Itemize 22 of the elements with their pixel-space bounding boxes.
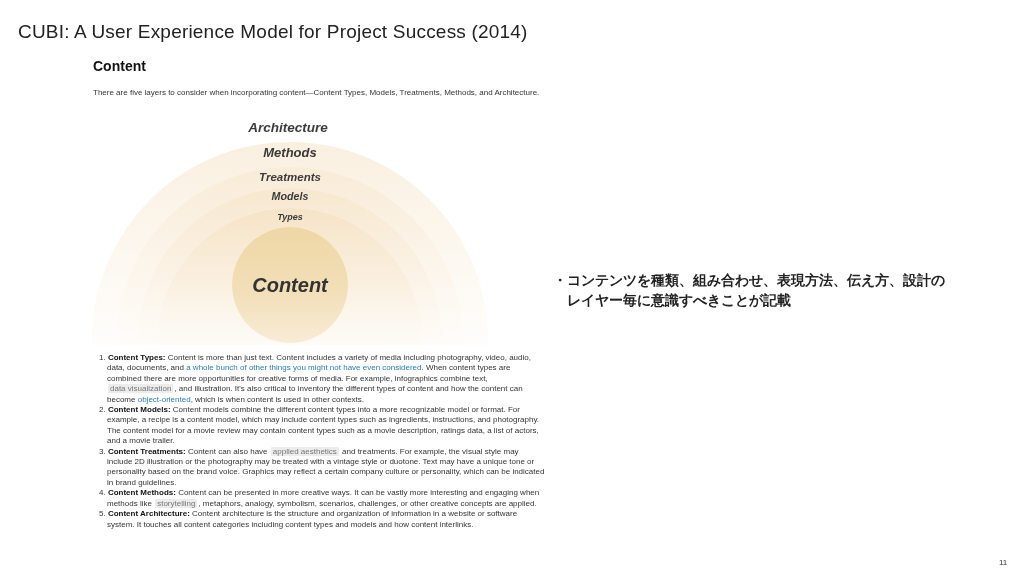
layer-label: Treatments: [259, 169, 321, 185]
layer-label: Architecture: [248, 118, 328, 136]
list-item-text: 4. Content Methods: Content can be presented in more creative ways. It can be vastly more interesting and engaging when methods like storytelling , metaphors, analogy, symbolism, scenarios, challenges, or other creative concepts are applied.: [99, 488, 541, 510]
slide-title: CUBI: A User Experience Model for Project Success (2014): [18, 21, 528, 43]
page-number: 11: [999, 558, 1008, 567]
list-item-text: 5. Content Architecture: Content architecture is the structure and organization of information in a website or software system. It touches all content categories including content types and models and how content interlinks.: [99, 509, 519, 530]
layer-label: Methods: [263, 144, 317, 162]
intro-text: There are five layers to consider when incorporating content—Content Types, Models, Treatments, Methods, and Architecture.: [93, 88, 540, 98]
list-item-text: 1. Content Types: Content is more than just text. Content includes a variety of media including photography, video, audio, data, documents, and a whole bunch of other things you might not have even considered. When content types are combined there are more opportunities for creative forms of media. For example, infographics combine text, data visualization , and illustration. It's also critical to inventory the different types of content and how the content can become object-oriented, which is when content is used in other contexts.: [99, 353, 532, 406]
layer-label: Types: [277, 212, 303, 224]
layer-band: [92, 142, 488, 345]
section-heading: Content: [93, 58, 146, 74]
list-item-text: 3. Content Treatments: Content can also have applied aesthetics and treatments. For example, the visual style may include 2D illustration or the photography may be treated with a vintage style or duotone. Text may have a unique tone or personality based on the brand voice. Graphics may reflect a certain company culture or personality, which can be indicated in brand guidelines.: [99, 446, 546, 489]
inline-code: data visualization: [108, 384, 174, 394]
inline-code: applied aesthetics: [270, 446, 339, 456]
text-link: object-oriented: [137, 394, 191, 404]
layer-label: Models: [271, 190, 309, 204]
core-label: Content: [252, 273, 328, 297]
list-item-text: 2. Content Models: Content models combine the different content types into a more recognizable model or format. For example, a recipe is a content model, which may include content types such as ingredients, instructions, and photography. The content model for a movie review may contain content types such as a movie description, ratings data, a list of actors, and a movie trailer.: [99, 405, 541, 447]
layer-band: [117, 167, 463, 345]
bullet-text: ・コンテンツを種類、組み合わせ、表現方法、伝え方、設計のレイヤー毎に意識すべきことが記載: [553, 271, 945, 310]
inline-code: storytelling: [155, 498, 198, 508]
